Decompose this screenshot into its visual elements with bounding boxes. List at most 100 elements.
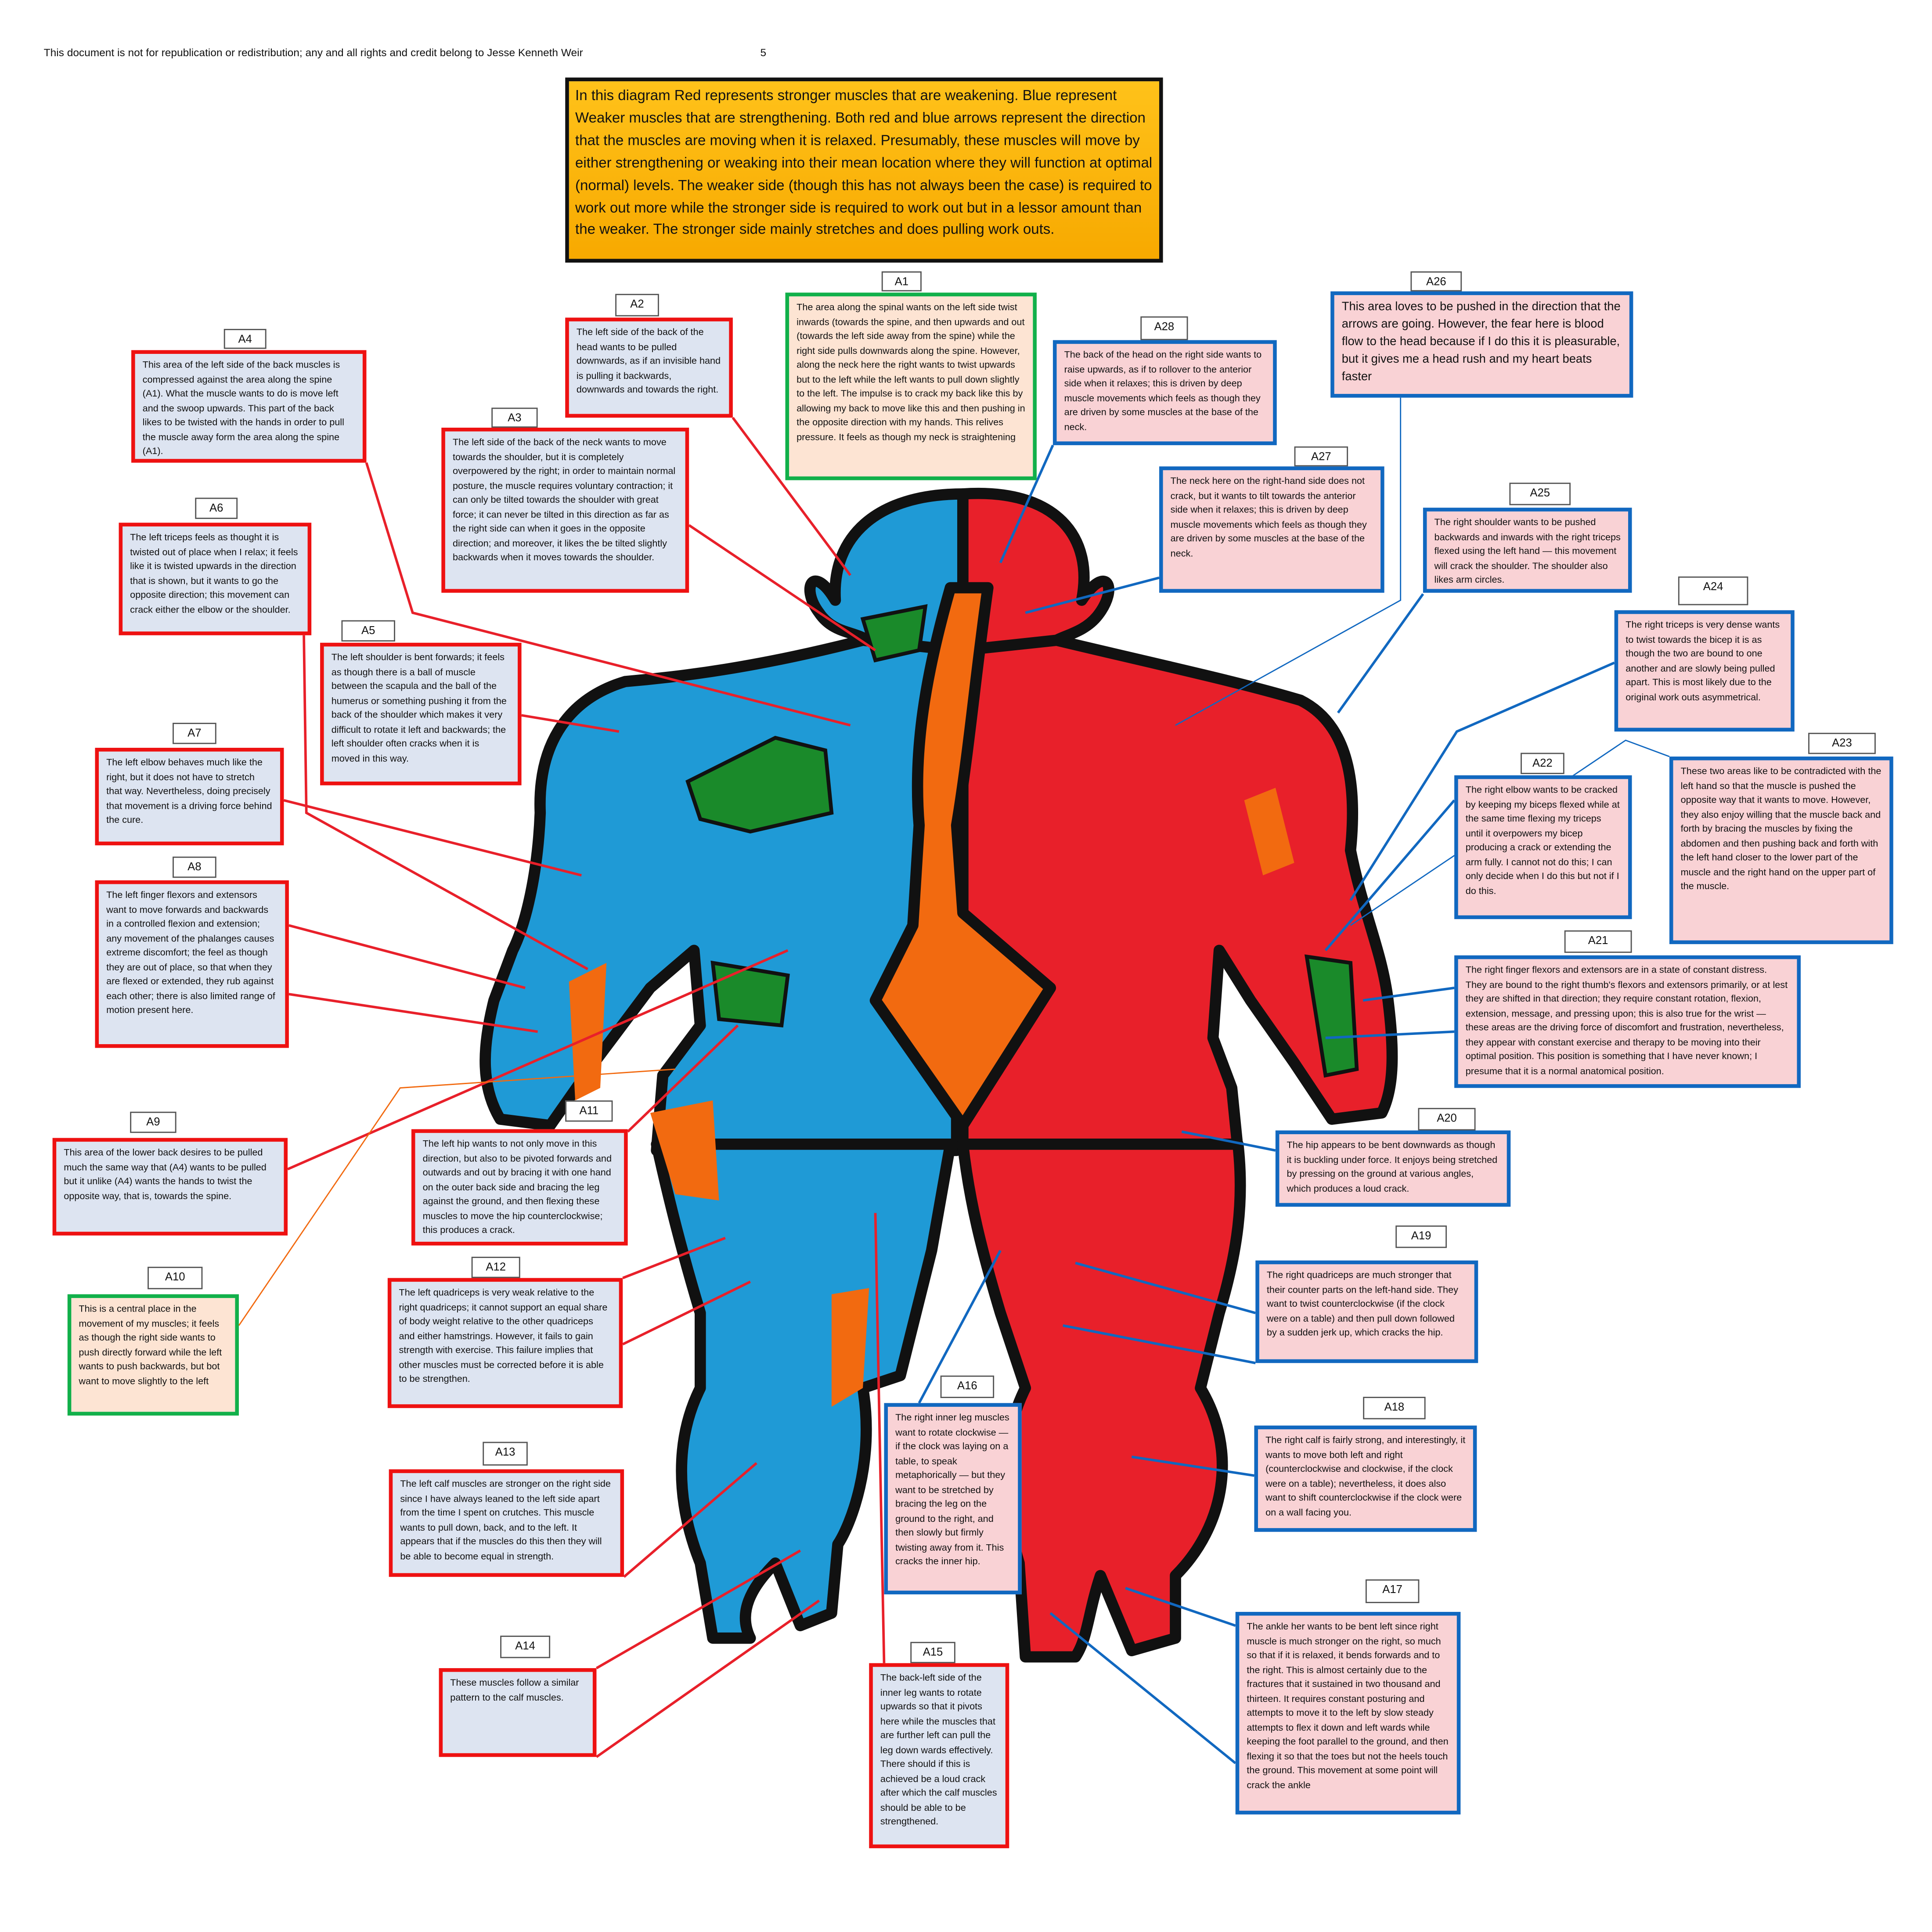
leader-a13 [623,1462,757,1578]
annotation-label-a25: A25 [1509,483,1571,505]
orange-area-left-leg [831,1288,869,1407]
leader-a15 [874,1213,886,1663]
annotation-label-a19: A19 [1395,1225,1447,1248]
annotation-box-a12: The left quadriceps is very weak relativ… [387,1278,623,1408]
figure-right-leg [957,1139,1246,1663]
leader-a11 [627,1024,739,1133]
leader-a24 [1349,661,1615,901]
annotation-label-a14: A14 [500,1636,551,1658]
annotation-label-a12: A12 [471,1257,520,1278]
annotation-label-a10: A10 [148,1266,203,1290]
leader-a3 [688,524,876,652]
annotation-label-a6: A6 [195,497,238,519]
annotation-label-a24: A24 [1678,576,1748,606]
leader-a17 [1125,1587,1236,1627]
annotation-label-a15: A15 [910,1642,955,1663]
leader-a14b [595,1599,820,1758]
leader-a18 [1131,1455,1254,1477]
leader-a21b [1325,1030,1455,1039]
leader-a6 [303,635,588,970]
annotation-box-a17: The ankle her wants to be bent left sinc… [1235,1611,1461,1815]
legend-intro-box: In this diagram Red represents stronger … [565,77,1163,263]
figure-back-left [479,634,962,1156]
annotation-label-a16: A16 [940,1375,995,1398]
annotation-box-a15: The back-left side of the inner leg want… [869,1663,1009,1849]
leader-a4 [365,462,851,727]
figure-spine [869,582,1056,1131]
annotation-label-a5: A5 [341,620,395,642]
annotation-box-a3: The left side of the back of the neck wa… [441,427,689,593]
leader-a19 [1075,1262,1256,1315]
annotation-label-a2: A2 [615,294,659,317]
leader-a25 [1337,593,1424,714]
leader-a8 [288,924,526,989]
annotation-label-a27: A27 [1294,446,1348,467]
green-area-right-arm [1304,954,1359,1078]
leader-a14 [596,1549,801,1669]
leader-a23 [1350,739,1670,926]
green-area-shoulder [685,735,834,834]
annotation-label-a28: A28 [1140,316,1188,340]
annotation-box-a21: The right finger flexors and extensors a… [1454,955,1801,1088]
leader-a8b [288,993,538,1033]
leader-a27 [1025,576,1160,614]
annotation-box-a25: The right shoulder wants to be pushed ba… [1423,508,1632,593]
leader-a10 [238,1068,675,1326]
annotation-label-a9: A9 [130,1111,177,1133]
annotation-box-a8: The left finger flexors and extensors wa… [95,880,289,1048]
annotation-box-a27: The neck here on the right-hand side doe… [1159,466,1384,593]
page-number: 5 [760,46,767,59]
annotation-box-a9: This area of the lower back desires to b… [52,1138,288,1236]
annotation-label-a4: A4 [223,328,267,349]
annotation-label-a18: A18 [1363,1397,1426,1420]
annotation-box-a10: This is a central place in the movement … [67,1294,239,1416]
annotation-label-a11: A11 [565,1100,613,1122]
annotation-label-a22: A22 [1521,753,1564,774]
annotation-label-a8: A8 [173,856,216,878]
leader-a9 [287,949,789,1171]
leader-a17b [1049,1612,1236,1764]
leader-a2 [732,417,851,576]
annotation-label-a1: A1 [881,271,922,292]
leader-a12 [622,1236,726,1280]
annotation-label-a3: A3 [491,407,538,428]
annotation-label-a20: A20 [1418,1108,1476,1131]
annotation-box-a18: The right calf is fairly strong, and int… [1254,1425,1477,1532]
annotation-box-a24: The right triceps is very dense wants to… [1614,610,1795,732]
leader-a5 [521,714,620,733]
annotation-label-a17: A17 [1365,1579,1420,1604]
annotation-box-a23: These two areas like to be contradicted … [1669,756,1893,944]
leader-a19b [1063,1324,1256,1365]
annotation-box-a1: The area along the spinal wants on the l… [785,292,1037,480]
annotation-box-a4: This area of the left side of the back m… [131,350,367,463]
annotation-box-a26: This area loves to be pushed in the dire… [1330,291,1633,398]
orange-area-left-forearm [569,962,607,1101]
annotation-label-a7: A7 [173,723,216,744]
annotation-label-a13: A13 [483,1442,528,1466]
orange-area-left-hip [650,1100,719,1200]
annotation-box-a13: The left calf muscles are stronger on th… [389,1469,624,1577]
green-area-lower-back [710,960,790,1027]
annotation-box-a7: The left elbow behaves much like the rig… [95,748,284,846]
annotation-box-a5: The left shoulder is bent forwards; it f… [320,642,522,786]
orange-area-right-bicep [1244,788,1294,876]
figure-back-right [957,634,1398,1156]
leader-a20 [1181,1130,1276,1152]
annotation-label-a26: A26 [1410,271,1462,292]
annotation-box-a6: The left triceps feels as thought it is … [119,523,312,635]
annotation-box-a19: The right quadriceps are much stronger t… [1255,1260,1478,1363]
annotation-box-a16: The right inner leg muscles want to rota… [884,1403,1022,1595]
annotation-box-a20: The hip appears to be bent downwards as … [1275,1130,1511,1207]
leader-a12b [622,1280,751,1346]
annotation-label-a21: A21 [1564,930,1632,953]
leader-a21 [1362,987,1455,1002]
annotation-box-a28: The back of the head on the right side w… [1053,340,1277,445]
leader-lines [238,397,1670,1764]
leader-a7 [283,799,582,877]
figure-head-right [957,487,1114,669]
annotation-label-a23: A23 [1808,732,1876,754]
leader-a26 [1175,397,1402,726]
copyright-notice: This document is not for republication o… [43,46,583,59]
